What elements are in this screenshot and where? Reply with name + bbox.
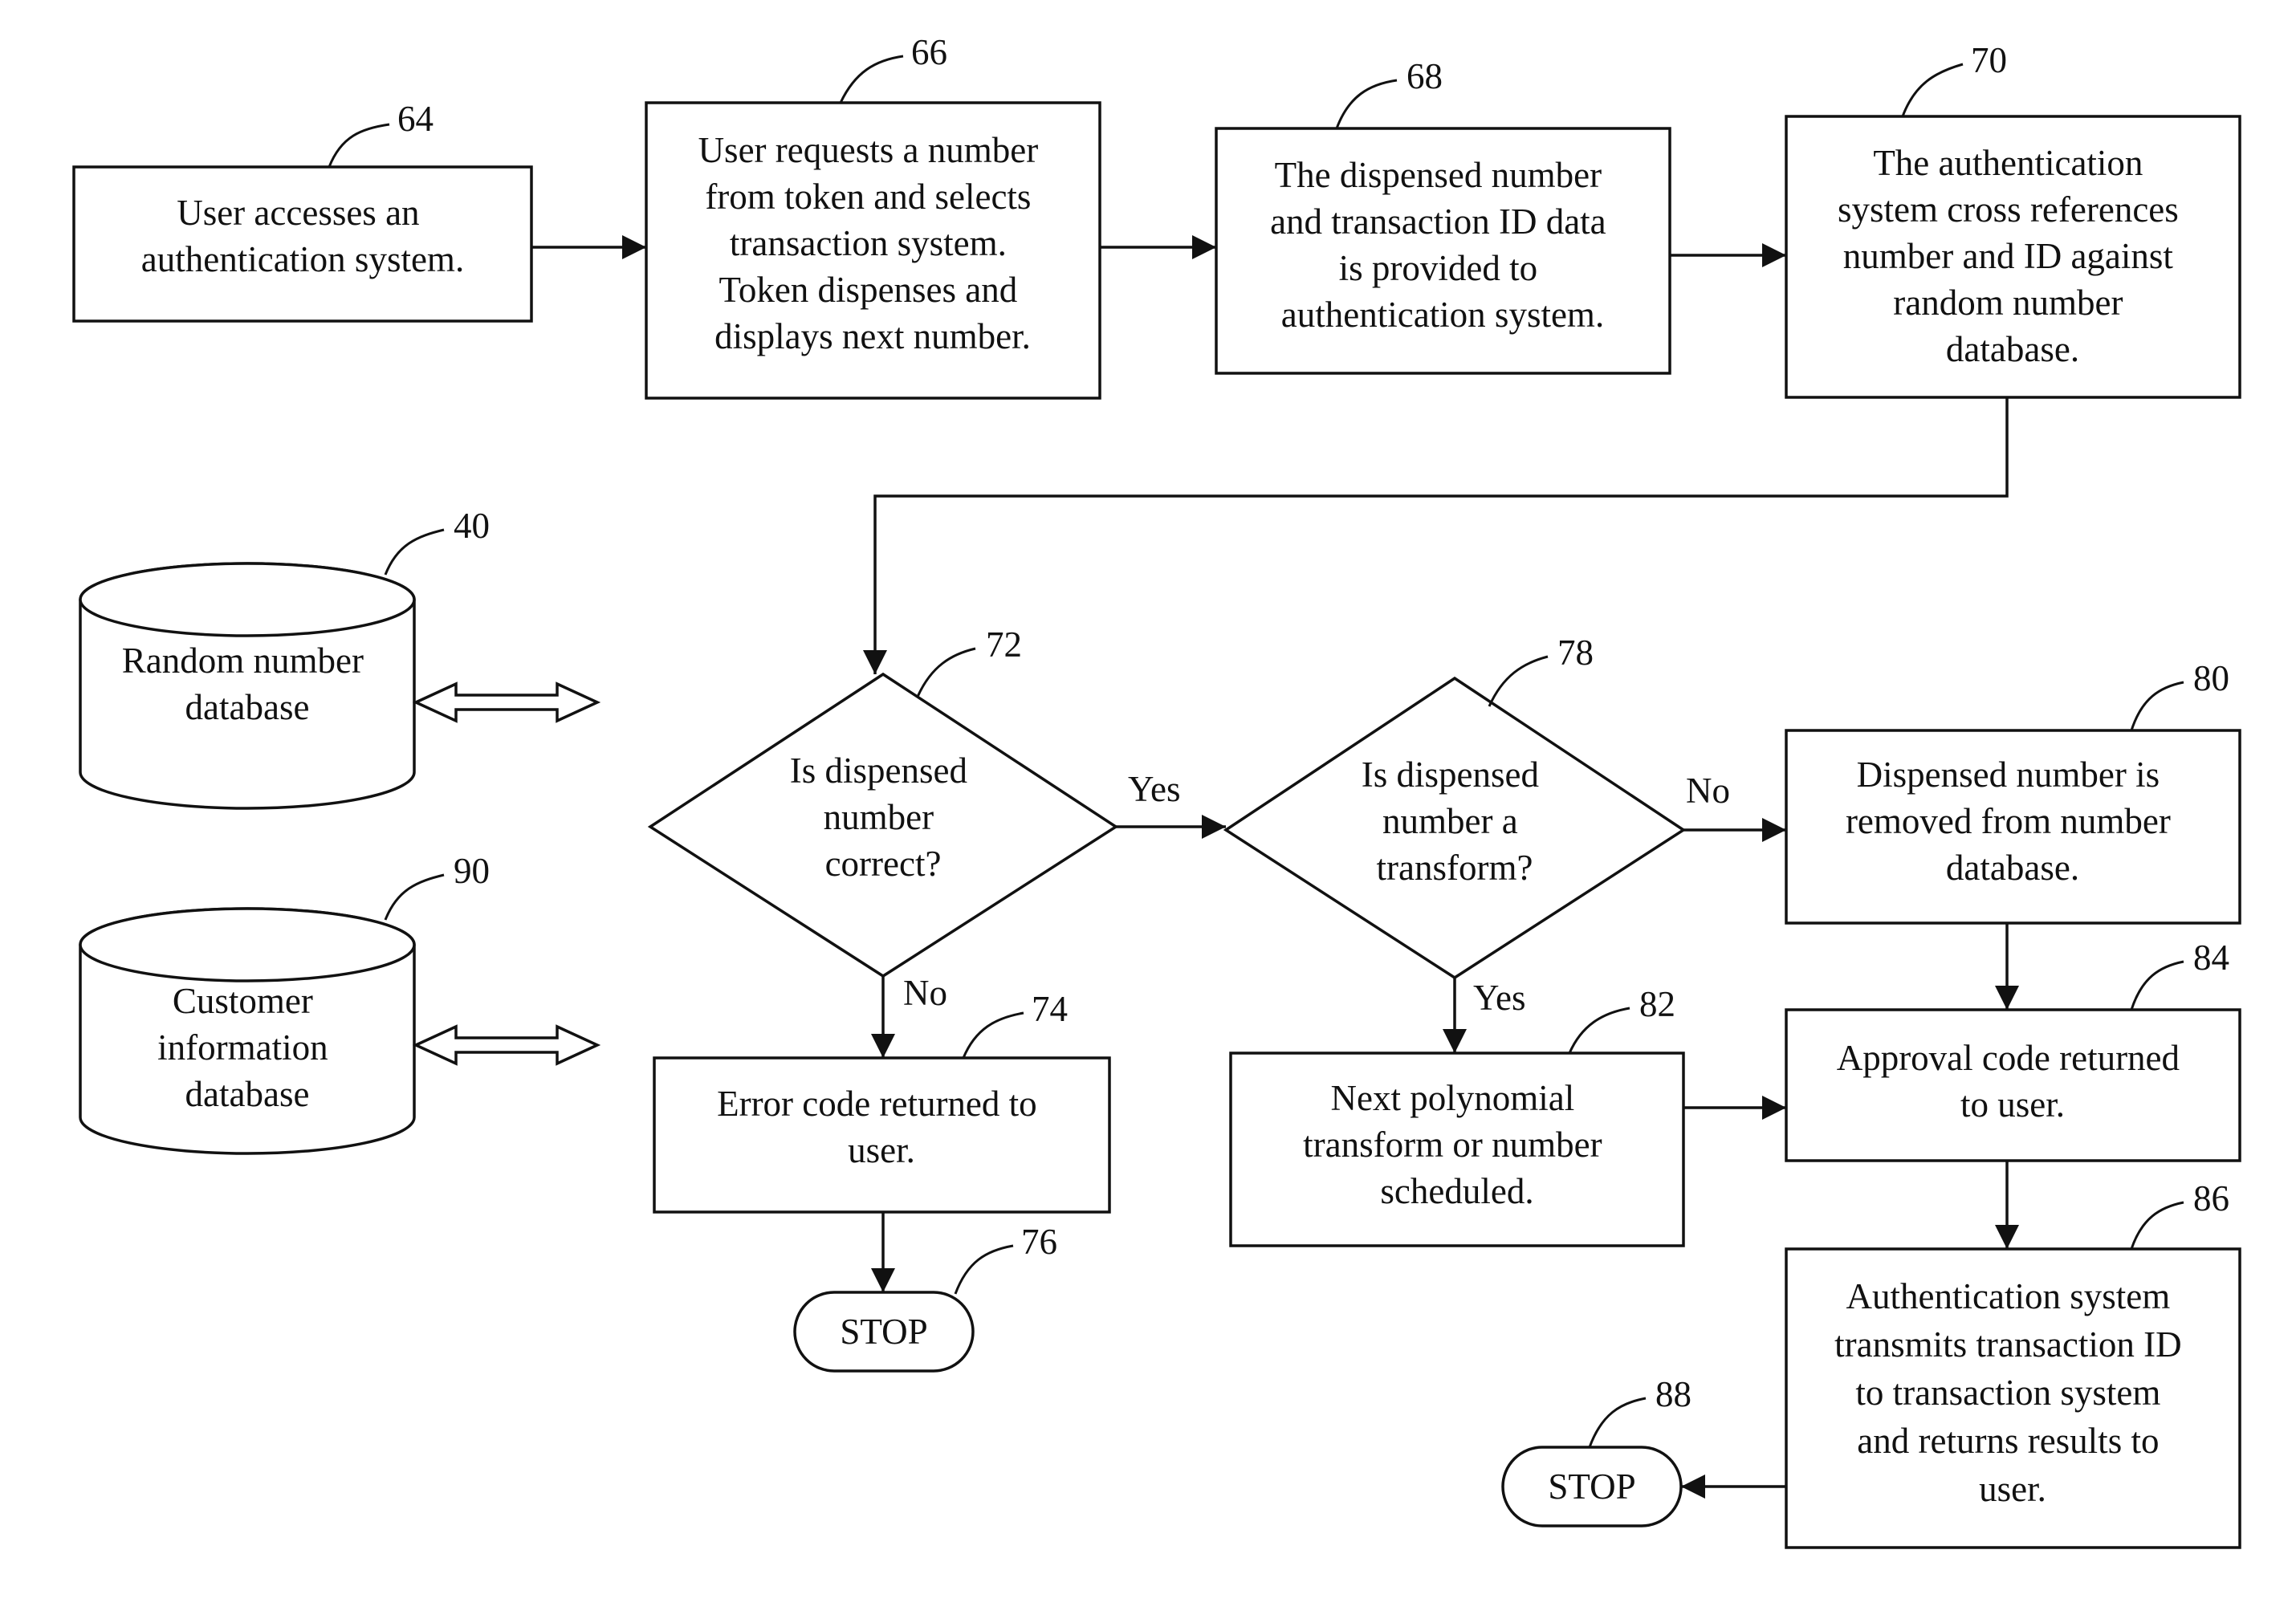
- leader-76: [954, 1244, 1014, 1295]
- box-84: [1785, 1008, 2241, 1162]
- box-70: [1785, 115, 2241, 399]
- box-68-text: The dispensed number and transaction ID …: [1270, 155, 1615, 335]
- ref-86: 86: [2193, 1178, 2229, 1218]
- ref-82: 82: [1639, 984, 1675, 1024]
- leader-66: [839, 55, 904, 104]
- box-84-text: Approval code returned to user.: [1837, 1038, 2189, 1125]
- ref-76: 76: [1021, 1222, 1057, 1262]
- leader-72: [916, 647, 976, 698]
- edge-70-72: [863, 397, 2009, 674]
- leader-40: [384, 528, 445, 576]
- leader-90: [384, 873, 445, 921]
- box-80-text: Dispensed number is removed from number …: [1846, 755, 2180, 888]
- ref-78: 78: [1557, 633, 1594, 673]
- label-yes-72: Yes: [1128, 769, 1180, 809]
- stop-76-text: STOP: [840, 1312, 927, 1352]
- database-40: [79, 562, 416, 810]
- ref-72: 72: [986, 624, 1022, 665]
- box-86-text: Authentication system transmits transact…: [1834, 1276, 2191, 1509]
- box-74: [653, 1056, 1111, 1214]
- ref-80: 80: [2193, 658, 2229, 698]
- ref-84: 84: [2193, 938, 2229, 978]
- database-40-text: Random number database: [122, 641, 372, 727]
- ref-64: 64: [397, 99, 434, 139]
- box-70-text: The authentication system cross referenc…: [1838, 143, 2188, 369]
- leader-68: [1335, 79, 1398, 129]
- box-86: [1785, 1247, 2241, 1549]
- ref-66: 66: [911, 32, 947, 72]
- box-64-text: User accesses an authentication system.: [141, 193, 464, 279]
- diamond-78-text: Is dispensed number a transform?: [1362, 755, 1548, 888]
- box-66-text: User requests a number from token and se…: [698, 130, 1048, 356]
- database-90: [79, 907, 416, 1155]
- leader-86: [2130, 1201, 2184, 1250]
- ref-88: 88: [1655, 1374, 1691, 1414]
- leader-70: [1901, 63, 1964, 117]
- leader-84: [2130, 960, 2184, 1011]
- stop-88-text: STOP: [1548, 1466, 1635, 1507]
- box-66: [645, 101, 1101, 400]
- label-no-72: No: [903, 973, 947, 1013]
- box-74-text: Error code returned to user.: [717, 1084, 1046, 1170]
- leader-80: [2130, 681, 2184, 731]
- label-no-78: No: [1686, 771, 1730, 811]
- leader-64: [328, 123, 390, 168]
- diamond-72-text: Is dispensed number correct?: [790, 750, 976, 884]
- ref-40: 40: [454, 506, 490, 546]
- database-90-text: Customer information database: [157, 981, 337, 1114]
- leader-74: [962, 1011, 1024, 1059]
- leader-82: [1568, 1007, 1630, 1054]
- ref-70: 70: [1971, 40, 2007, 80]
- box-64: [72, 165, 533, 323]
- double-arrow-icon: [412, 1024, 601, 1066]
- double-arrow-icon: [412, 681, 601, 723]
- leader-78: [1488, 655, 1549, 707]
- ref-74: 74: [1032, 989, 1068, 1029]
- box-80: [1785, 729, 2241, 925]
- label-yes-78: Yes: [1473, 978, 1525, 1018]
- ref-90: 90: [454, 851, 490, 891]
- leader-88: [1588, 1397, 1647, 1448]
- ref-68: 68: [1407, 56, 1443, 96]
- box-82: [1229, 1051, 1685, 1247]
- box-68: [1215, 127, 1671, 375]
- box-82-text: Next polynomial transform or number sche…: [1303, 1078, 1611, 1211]
